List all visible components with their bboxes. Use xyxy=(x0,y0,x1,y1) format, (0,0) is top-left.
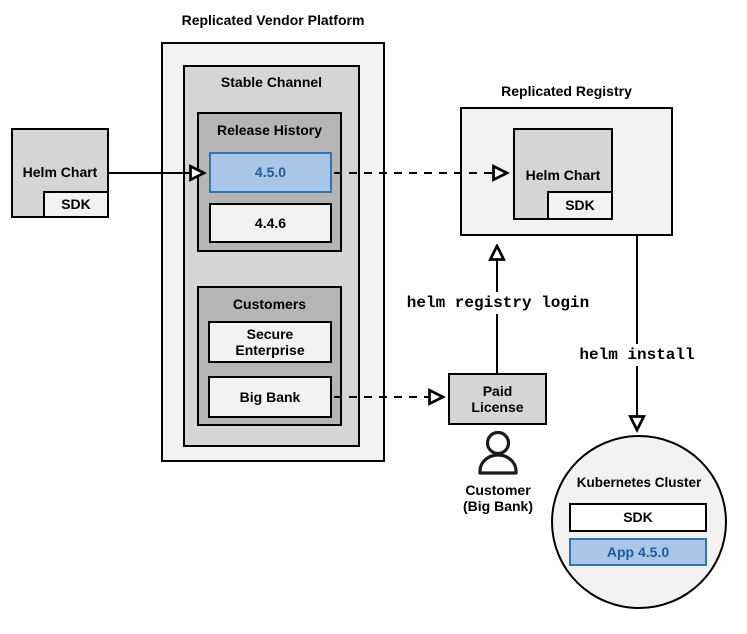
customers-title: Customers xyxy=(232,296,307,312)
stable-channel-title: Stable Channel xyxy=(220,74,323,90)
release-item-450: 4.5.0 xyxy=(209,152,332,193)
source-sdk-box: SDK xyxy=(43,191,109,218)
source-helm-chart-label: Helm Chart xyxy=(22,164,98,180)
cluster-app-box: App 4.5.0 xyxy=(569,538,707,566)
registry-sdk-box: SDK xyxy=(547,191,613,220)
release-history-title: Release History xyxy=(216,122,323,138)
customer-label: Customer (Big Bank) xyxy=(463,482,533,515)
customer-secure-enterprise: Secure Enterprise xyxy=(208,321,332,363)
command-helm-install: helm install xyxy=(574,344,700,366)
paid-license-box: Paid License xyxy=(448,373,547,425)
cluster-sdk-box: SDK xyxy=(569,503,707,532)
vendor-platform-title: Replicated Vendor Platform xyxy=(181,12,365,28)
customer-big-bank: Big Bank xyxy=(208,376,332,418)
command-helm-registry-login: helm registry login xyxy=(399,292,597,314)
registry-title: Replicated Registry xyxy=(501,83,632,99)
registry-helm-chart-label: Helm Chart xyxy=(525,167,601,183)
customer-person-icon xyxy=(478,430,518,475)
k8s-cluster-title: Kubernetes Cluster xyxy=(576,475,702,490)
release-item-446: 4.4.6 xyxy=(209,203,332,243)
